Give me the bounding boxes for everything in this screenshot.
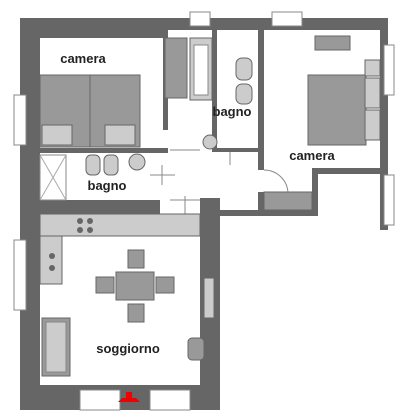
bathroom-top: bagno xyxy=(189,37,253,150)
toilet-left xyxy=(85,154,101,176)
bidet-top xyxy=(235,83,253,105)
bedroom-right: camera xyxy=(263,35,381,211)
tv-unit xyxy=(203,277,215,319)
pillow-right xyxy=(104,124,136,146)
chair-right xyxy=(155,276,175,294)
entrance-arrow-icon xyxy=(118,398,140,402)
door-swings xyxy=(150,149,289,214)
chair-bottom xyxy=(127,303,145,323)
bathroom-left: bagno xyxy=(39,153,146,201)
wardrobe xyxy=(164,37,188,99)
room-label-camera-left: camera xyxy=(60,51,106,66)
sink-top xyxy=(202,134,218,150)
pillow-left xyxy=(41,124,73,146)
bidet-left xyxy=(103,154,119,176)
entrance-marker xyxy=(118,392,140,402)
living-room: soggiorno xyxy=(39,213,215,377)
sink-left xyxy=(128,153,146,171)
desk xyxy=(263,191,313,211)
bedroom-left: camera xyxy=(39,37,188,148)
stove-burner xyxy=(77,218,83,224)
armchair xyxy=(187,337,205,361)
double-bed-right xyxy=(307,74,367,146)
kitchen-sink xyxy=(49,253,55,259)
kitchen-counter xyxy=(39,213,201,237)
chair-top xyxy=(127,249,145,269)
dining-table xyxy=(115,271,155,301)
toilet-top xyxy=(235,57,253,81)
room-label-soggiorno: soggiorno xyxy=(96,341,160,356)
wardrobe-right xyxy=(314,35,351,51)
windows xyxy=(13,11,395,411)
chair-left xyxy=(95,276,115,294)
room-label-bagno-top: bagno xyxy=(213,104,252,119)
room-label-camera-right: camera xyxy=(289,148,335,163)
room-label-bagno-left: bagno xyxy=(88,178,127,193)
